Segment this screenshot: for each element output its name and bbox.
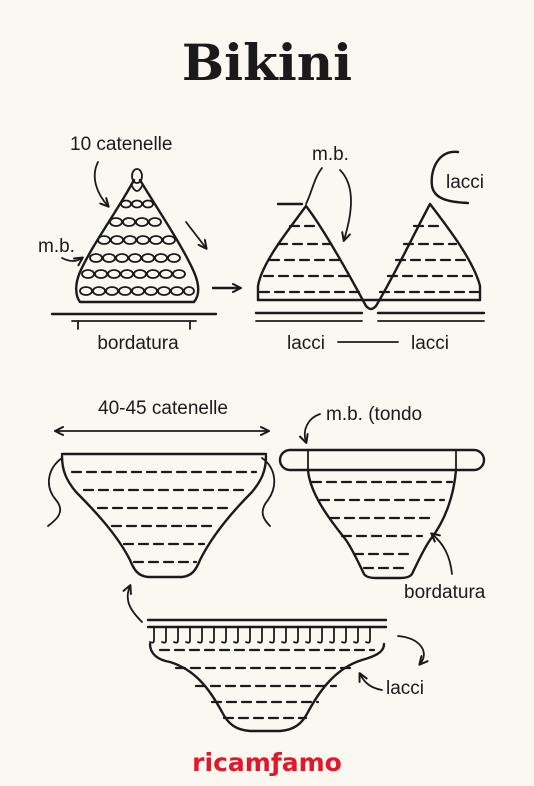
starting-chain-loop <box>131 168 143 184</box>
mb-pointer-arrow <box>339 169 352 242</box>
ties-left-label: lacci <box>287 333 325 354</box>
tie-cord <box>261 457 276 527</box>
fringe-stitch <box>233 626 239 644</box>
stitch-row <box>89 253 181 263</box>
mb-pointer-arrow <box>298 413 321 444</box>
stitch-row <box>79 286 195 296</box>
ties-right-label: lacci <box>411 333 449 354</box>
fringe-stitch <box>173 626 179 644</box>
chain-stitch-rows <box>79 199 195 296</box>
bottom-detail-piece: lacci <box>146 618 429 733</box>
cups-outline <box>256 202 482 311</box>
mb-label: m.b. <box>312 144 349 165</box>
fringe-stitch <box>269 626 275 644</box>
waistband <box>278 448 486 472</box>
fringe-stitch <box>149 626 155 644</box>
fringe-stitch <box>341 626 347 644</box>
fringe-stitch <box>305 626 311 644</box>
fringe-stitch <box>353 626 359 644</box>
bottom-back-piece: m.b. (tondo bordatura <box>278 404 486 603</box>
svg-text:ricamƒamo: ricamƒamo <box>192 748 342 777</box>
fringe-stitch <box>317 626 323 644</box>
fringe-stitch <box>161 626 167 644</box>
mb-round-label: m.b. (tondo <box>326 404 422 425</box>
fringe-stitch <box>245 626 251 644</box>
chain-pointer-arrow <box>93 161 110 208</box>
fringe-stitch <box>293 626 299 644</box>
fringe-stitch <box>185 626 191 644</box>
tie-cord <box>47 457 63 527</box>
ties-pointer-arrow <box>358 672 383 691</box>
fringe-stitch <box>281 626 287 644</box>
bottom-detail-stitch-rows <box>158 648 376 720</box>
chain-count-label: 40-45 catenelle <box>98 398 228 419</box>
mb-pointer-arrow <box>61 256 84 267</box>
direction-arrow <box>185 221 208 250</box>
border-label: bordatura <box>97 333 179 354</box>
bottom-detail-outline <box>148 642 386 733</box>
stitch-row <box>120 199 154 209</box>
chain-count-label: 10 catenelle <box>70 134 172 155</box>
mb-label: m.b. <box>38 236 75 257</box>
bottom-front-outline <box>60 454 268 579</box>
ties-label: lacci <box>386 678 424 699</box>
bottom-front-piece: 40-45 catenelle <box>47 398 276 579</box>
triangle-top-piece: 10 catenelle <box>38 134 218 354</box>
fringe-stitches <box>149 626 371 644</box>
bottom-back-stitch-rows <box>310 480 454 570</box>
stitch-row <box>81 269 186 279</box>
fringe-stitch <box>329 626 335 644</box>
tie-cord <box>430 150 470 205</box>
fringe-stitch <box>365 626 371 644</box>
border-pointer-arrow <box>430 532 453 575</box>
fringe-stitch <box>221 626 227 644</box>
finished-top: m.b. lacci lacci lacci <box>254 144 486 354</box>
brand-name-end: amo <box>282 748 342 777</box>
stitch-row <box>109 217 162 227</box>
fringe-stitch <box>209 626 215 644</box>
ties-pointer-arrow <box>397 635 429 666</box>
mb-hook-arrow <box>305 167 323 205</box>
page-title: Bikini <box>182 33 352 92</box>
stitch-row <box>97 235 176 245</box>
bottom-front-stitch-rows <box>70 470 258 564</box>
ties-top-label: lacci <box>446 172 484 193</box>
brand-name-start: ricam <box>192 748 271 777</box>
needle-icon: ƒ <box>269 748 283 777</box>
border-label: bordatura <box>404 582 486 603</box>
bottom-back-outline <box>306 468 458 580</box>
relation-arrow <box>122 584 143 623</box>
brand-logo: ricamƒamo <box>192 748 342 777</box>
fringe-stitch <box>257 626 263 644</box>
cup-stitch-rows <box>258 224 480 294</box>
fringe-stitch <box>197 626 203 644</box>
